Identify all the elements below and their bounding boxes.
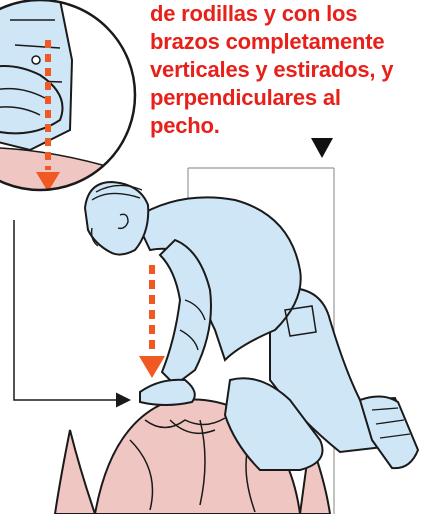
caption-line-1: de rodillas y con los (150, 1, 358, 26)
caption-line-3: verticales y estirados, y (150, 57, 394, 82)
connector-arrow (13, 220, 131, 408)
down-triangle-icon (311, 138, 333, 158)
caption-line-5: pecho. (150, 113, 220, 138)
instruction-caption: de rodillas y con los brazos completamen… (150, 0, 422, 140)
magnifier-detail (0, 0, 137, 192)
dashed-down-arrow (139, 265, 165, 378)
rescuer-figure (83, 180, 420, 471)
caption-line-4: perpendiculares al (150, 85, 341, 110)
caption-line-2: brazos completamente (150, 29, 385, 54)
